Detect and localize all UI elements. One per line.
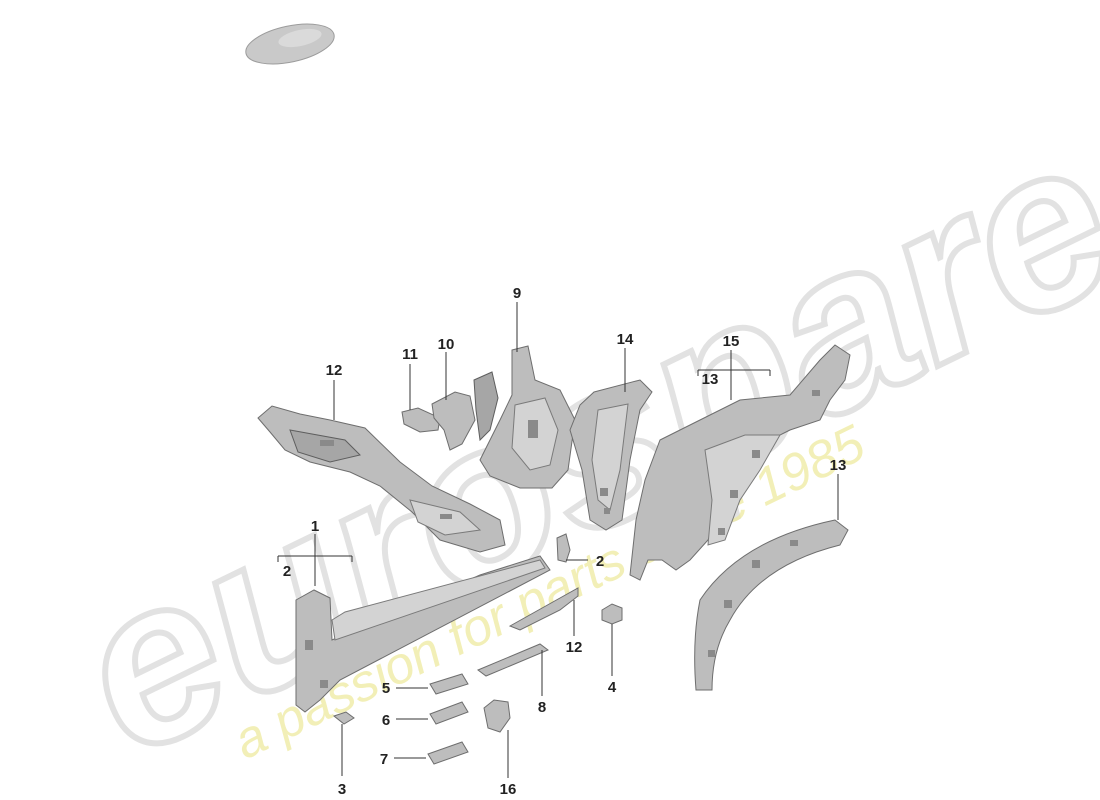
callout-12-upper[interactable]: 12 [326,362,343,379]
part-8-strip[interactable] [477,643,549,677]
part-5-pad[interactable] [429,673,469,695]
callout-2-right[interactable]: 2 [596,553,604,570]
part-11-bracket[interactable] [401,407,441,433]
part-12-upper-member[interactable] [257,405,506,553]
part-1-sill[interactable] [295,555,551,713]
part-2-bracket[interactable] [556,533,571,563]
callout-10[interactable]: 10 [438,336,455,353]
callout-13-upper[interactable]: 13 [702,371,719,388]
callout-3[interactable]: 3 [338,781,346,798]
part-13-wheelhouse[interactable] [694,519,849,691]
part-7-pad[interactable] [427,741,469,765]
callout-15[interactable]: 15 [723,333,740,350]
part-9-pillar[interactable] [479,345,576,489]
part-4-block[interactable] [601,603,623,625]
callout-labels: 12 11 10 9 14 15 13 13 1 2 2 12 4 9 5 6 … [283,285,847,798]
part-6-pad[interactable] [429,701,469,725]
callout-11[interactable]: 11 [402,346,418,363]
callout-14[interactable]: 14 [617,331,634,348]
part-12-strip[interactable] [508,587,579,631]
callout-9[interactable]: 9 [513,285,521,302]
callout-12-lower[interactable]: 12 [566,639,583,656]
callout-7[interactable]: 7 [380,751,388,768]
callout-8-label[interactable]: 8 [538,699,546,716]
part-15-rear-quarter[interactable] [629,344,851,581]
part-10-bracket[interactable] [431,371,499,451]
part-3-clip[interactable] [332,711,355,725]
car-thumbnail-icon [245,23,335,65]
callout-2-left[interactable]: 2 [283,563,291,580]
callout-4[interactable]: 4 [608,679,617,696]
part-14-b-pillar[interactable] [569,379,653,531]
callout-labels-extra: 8 16 [500,699,547,798]
leader-lines [277,302,839,778]
callout-16-label[interactable]: 16 [500,781,517,798]
callout-6[interactable]: 6 [382,712,390,729]
callout-13-right[interactable]: 13 [830,457,847,474]
callout-1[interactable]: 1 [311,518,319,535]
part-16-bracket[interactable] [483,699,511,733]
callout-5[interactable]: 5 [382,680,390,697]
